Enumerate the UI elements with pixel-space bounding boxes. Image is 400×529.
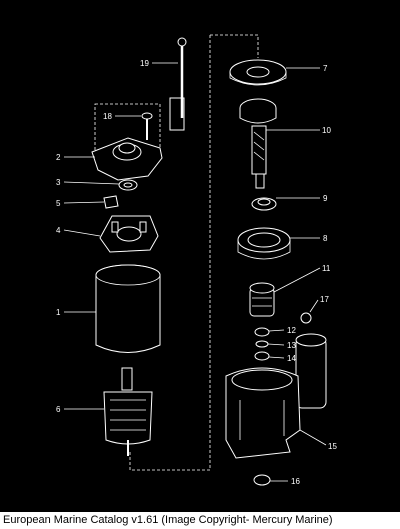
callout-2: 2: [56, 153, 61, 162]
callout-5: 5: [56, 199, 61, 208]
callout-6: 6: [56, 405, 61, 414]
part-1-field-frame: [95, 264, 161, 353]
part-11-starter-drive: [249, 282, 275, 317]
callout-15: 15: [328, 442, 337, 451]
assembly-path-line: [129, 34, 259, 471]
callout-4: 4: [56, 226, 61, 235]
callout-16: 16: [291, 477, 300, 486]
callout-13: 13: [287, 341, 296, 350]
part-19-through-bolt: [169, 37, 187, 131]
part-5-brush-spring: [103, 195, 119, 209]
leader-lines: [63, 62, 327, 482]
copyright-caption: European Marine Catalog v1.61 (Image Cop…: [0, 512, 400, 529]
part-17-nut: [300, 312, 312, 324]
callout-14: 14: [287, 354, 296, 363]
callout-7: 7: [323, 64, 328, 73]
part-10-drive-shaft: [239, 98, 277, 189]
callout-19: 19: [140, 59, 149, 68]
part-14-stop-collar: [254, 351, 270, 361]
callout-10: 10: [322, 126, 331, 135]
part-15-drive-housing: [225, 333, 327, 459]
callout-8: 8: [323, 234, 328, 243]
part-4-brush-holder: [99, 215, 159, 253]
callout-17: 17: [320, 295, 329, 304]
exploded-parts-diagram: 19 7 18 10 2 3 5 9 4 8 11 17 1 12 13 14 …: [56, 34, 337, 486]
part-12-washer: [254, 327, 270, 337]
callout-12: 12: [287, 326, 296, 335]
part-8-ring-gear: [237, 227, 291, 260]
part-7-end-cap: [229, 59, 287, 86]
part-2-end-frame: [91, 137, 163, 181]
callout-18: 18: [103, 112, 112, 121]
callout-11: 11: [322, 264, 331, 273]
callout-9: 9: [323, 194, 328, 203]
callout-1: 1: [56, 308, 61, 317]
part-3-bushing: [118, 179, 138, 191]
callout-3: 3: [56, 178, 61, 187]
part-13-ring: [255, 340, 269, 348]
part-16-plug: [253, 474, 271, 486]
part-9-bearing: [251, 197, 277, 211]
part-6-armature: [103, 367, 153, 456]
